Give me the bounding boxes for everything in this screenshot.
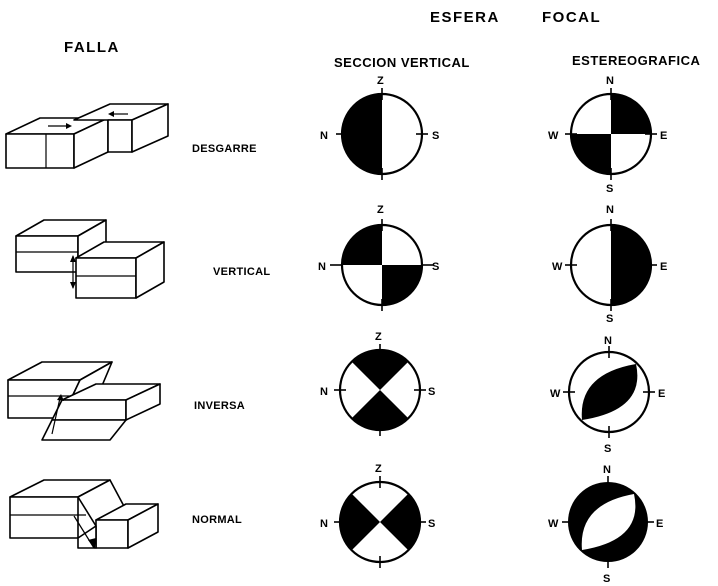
axis-label-left: W	[548, 518, 559, 530]
header-falla: FALLA	[64, 39, 120, 56]
axis-label-top: N	[606, 75, 614, 87]
stereo-beachball-vertical: N W E S	[552, 204, 667, 325]
axis-label-top: N	[606, 204, 614, 216]
section-beachball-desgarre: Z N S	[320, 75, 439, 180]
axis-label-top: Z	[377, 75, 384, 87]
axis-label-bottom: S	[603, 573, 610, 585]
axis-label-right: E	[660, 261, 667, 273]
axis-label-right: E	[658, 388, 665, 400]
stereo-beachball-normal: N W E S	[548, 464, 663, 585]
axis-label-left: N	[320, 518, 328, 530]
fault-block-normal	[10, 480, 158, 549]
stereo-beachball-desgarre: N W E S	[548, 75, 667, 195]
axis-label-top: Z	[375, 463, 382, 475]
fault-block-inversa	[8, 362, 160, 440]
axis-label-top: Z	[375, 331, 382, 343]
header-seccion-vertical: SECCION VERTICAL	[334, 55, 470, 70]
section-beachball-normal: Z N S	[320, 463, 435, 568]
row-label-vertical: VERTICAL	[213, 266, 270, 278]
axis-label-top: Z	[377, 204, 384, 216]
axis-label-left: N	[320, 130, 328, 142]
axis-label-right: S	[428, 386, 435, 398]
section-beachball-vertical: Z N S	[318, 204, 439, 311]
row-label-inversa: INVERSA	[194, 400, 245, 412]
header-estereografica: ESTEREOGRAFICA	[572, 53, 700, 68]
row-label-normal: NORMAL	[192, 514, 242, 526]
axis-label-left: N	[320, 386, 328, 398]
fault-block-desgarre	[6, 104, 168, 168]
axis-label-right: S	[432, 130, 439, 142]
row-label-desgarre: DESGARRE	[192, 143, 257, 155]
axis-label-right: S	[428, 518, 435, 530]
stereo-beachball-inversa: N W E S	[550, 335, 665, 455]
axis-label-right: E	[656, 518, 663, 530]
header-focal: FOCAL	[542, 9, 601, 26]
fault-block-vertical	[16, 220, 164, 298]
axis-label-bottom: S	[606, 183, 613, 195]
axis-label-left: W	[548, 130, 559, 142]
axis-label-right: S	[432, 261, 439, 273]
axis-label-top: N	[604, 335, 612, 347]
axis-label-left: W	[552, 261, 563, 273]
axis-label-left: W	[550, 388, 561, 400]
header-esfera: ESFERA	[430, 9, 500, 26]
section-beachball-inversa: Z N S	[320, 331, 435, 436]
axis-label-right: E	[660, 130, 667, 142]
axis-label-top: N	[603, 464, 611, 476]
axis-label-left: N	[318, 261, 326, 273]
axis-label-bottom: S	[606, 313, 613, 325]
axis-label-bottom: S	[604, 443, 611, 455]
